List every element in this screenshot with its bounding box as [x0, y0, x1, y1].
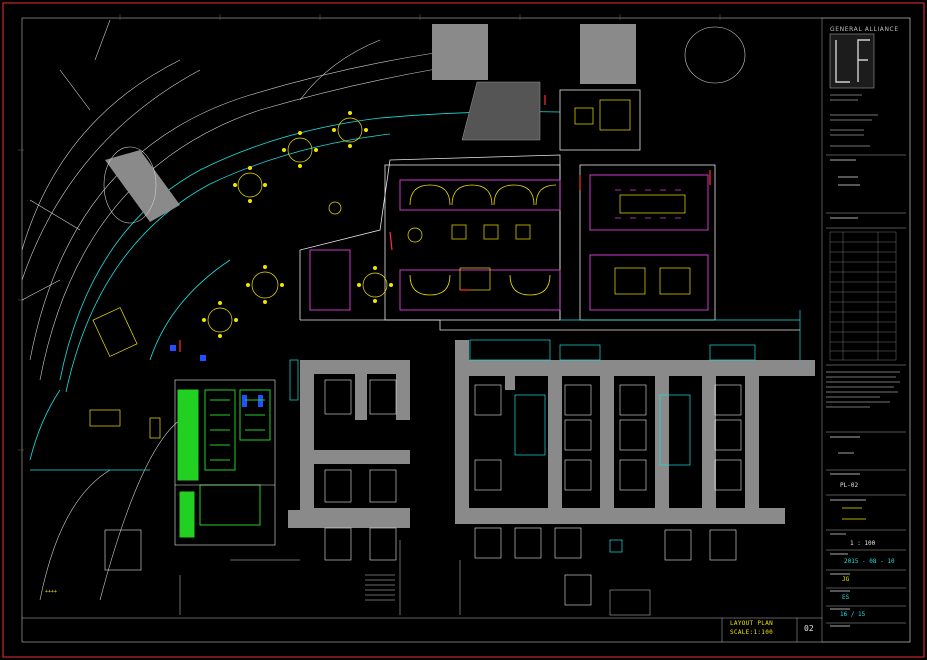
title-block — [821, 17, 911, 643]
kitchen — [177, 389, 271, 538]
facade-cyan-arcs — [29, 111, 561, 471]
cyan-details — [289, 310, 801, 553]
schedule-table — [829, 231, 897, 361]
drawing-number-value: PL-02 — [840, 482, 859, 489]
border-ticks — [18, 14, 721, 451]
title-block-labels — [830, 159, 866, 627]
kitchen-walls — [174, 379, 276, 546]
red-marks — [179, 95, 711, 352]
scale-value: 1 : 100 — [850, 540, 876, 547]
plan-title: LAYOUT PLAN — [730, 620, 774, 627]
dining-tables — [89, 99, 691, 439]
structural-core — [288, 340, 815, 528]
booths — [409, 184, 557, 296]
chairs — [202, 111, 393, 338]
sheet-number: 02 — [804, 624, 814, 633]
service-cores-top — [105, 24, 636, 222]
date-value: 2015 - 08 - 10 — [844, 558, 895, 565]
site-arcs — [21, 19, 481, 601]
firm-name: GENERAL ALLIANCE — [830, 26, 899, 33]
firm-logo — [829, 33, 875, 89]
plan-scale: SCALE:1:100 — [730, 629, 774, 636]
stairs — [179, 540, 651, 616]
title-block-yellow-lines — [842, 507, 866, 520]
chair-magenta — [615, 189, 681, 219]
partitions-magenta — [309, 174, 709, 311]
checked-by-value: ES — [842, 594, 850, 601]
caption-frame — [22, 617, 822, 642]
hatched-area — [461, 81, 541, 141]
misc-label: ++++ — [45, 589, 57, 595]
drawn-by-value: JG — [842, 576, 850, 583]
sheet-count-value: 16 / 15 — [840, 611, 866, 618]
title-block-notes — [826, 94, 900, 408]
elevator-shafts — [104, 379, 742, 606]
blue-marks — [170, 345, 263, 407]
